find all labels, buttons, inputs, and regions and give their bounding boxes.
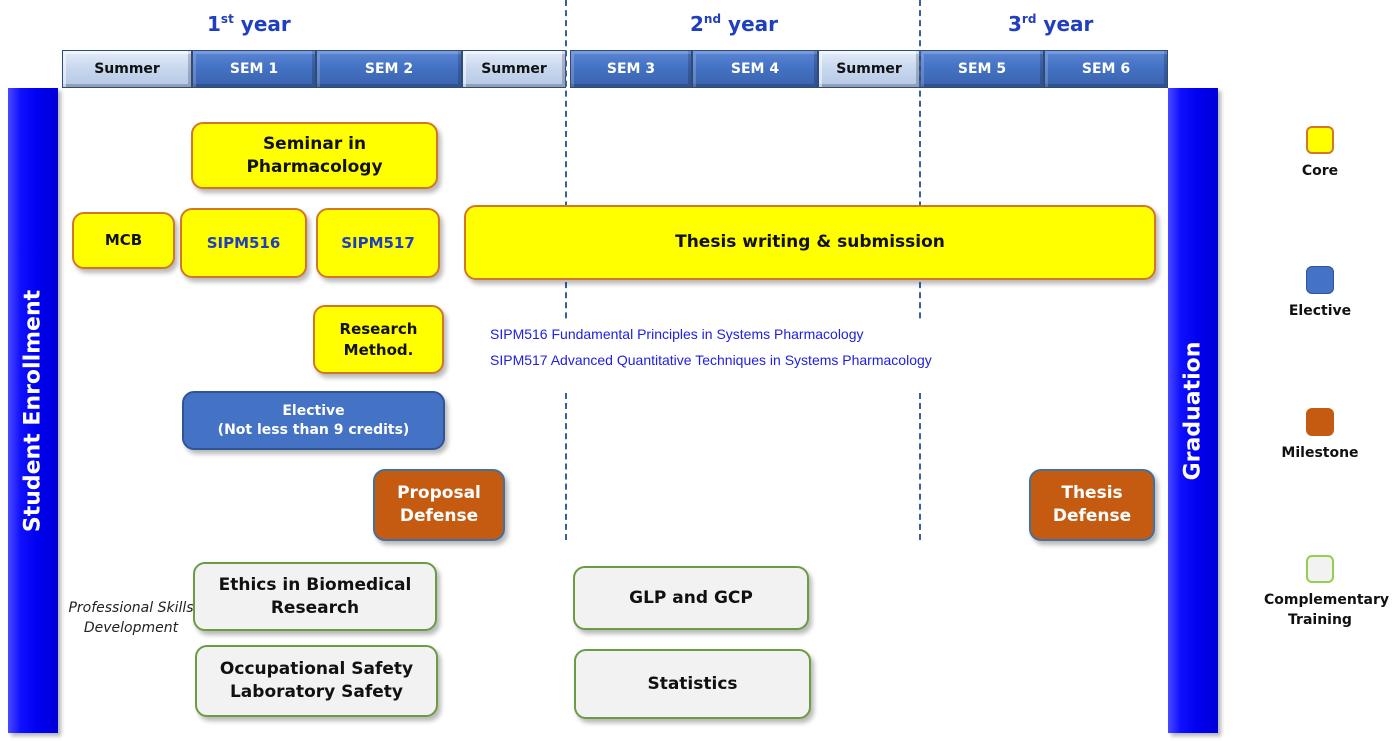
semester-summer-2: Summer bbox=[818, 50, 920, 88]
training-label: Occupational Safety bbox=[219, 659, 414, 680]
student-enrollment-label: Student Enrollment bbox=[20, 289, 46, 532]
course-label: Thesis writing & submission bbox=[675, 232, 945, 253]
year-suffix: rd bbox=[1021, 12, 1037, 26]
training-label: Statistics bbox=[647, 673, 738, 694]
course-research-method[interactable]: Research Method. bbox=[313, 305, 444, 374]
course-label: SIPM516 bbox=[206, 233, 281, 252]
year-number: 3 bbox=[1008, 12, 1022, 36]
course-label: SIPM517 bbox=[341, 233, 415, 252]
training-glp-gcp[interactable]: GLP and GCP bbox=[573, 566, 809, 630]
elective-credits: (Not less than 9 credits) bbox=[217, 421, 410, 438]
semester-sem-1: SEM 1 bbox=[192, 50, 316, 88]
semester-summer-1: Summer bbox=[462, 50, 566, 88]
course-mcb[interactable]: MCB bbox=[72, 212, 175, 269]
semester-summer-0: Summer bbox=[62, 50, 192, 88]
semester-sem-5: SEM 5 bbox=[920, 50, 1044, 88]
milestone-label: Proposal Defense bbox=[397, 483, 481, 526]
training-label: Laboratory Safety bbox=[229, 682, 404, 702]
legend-label: Milestone bbox=[1281, 445, 1359, 461]
training-safety[interactable]: Occupational Safety Laboratory Safety bbox=[195, 645, 438, 717]
course-label: MCB bbox=[104, 231, 143, 250]
semester-sem-6: SEM 6 bbox=[1044, 50, 1168, 88]
legend-label: Complementary Training bbox=[1264, 592, 1390, 628]
legend-swatch-milestone bbox=[1306, 408, 1334, 436]
student-enrollment-bar: Student Enrollment bbox=[8, 88, 58, 733]
legend-core: Core bbox=[1260, 126, 1380, 182]
milestone-proposal-defense[interactable]: Proposal Defense bbox=[373, 469, 505, 541]
year-word: year bbox=[240, 12, 291, 36]
year-number: 2 bbox=[690, 12, 704, 36]
training-label: Ethics in Biomedical Research bbox=[218, 574, 412, 618]
training-ethics[interactable]: Ethics in Biomedical Research bbox=[193, 562, 437, 631]
course-thesis-writing[interactable]: Thesis writing & submission bbox=[464, 205, 1156, 280]
semester-sem-3: SEM 3 bbox=[570, 50, 692, 88]
legend-label: Core bbox=[1301, 163, 1339, 179]
year-number: 1 bbox=[207, 12, 221, 36]
description-sipm517: SIPM517 Advanced Quantitative Techniques… bbox=[490, 352, 932, 368]
course-descriptions: SIPM516 Fundamental Principles in System… bbox=[478, 320, 1018, 392]
legend-swatch-complementary bbox=[1306, 555, 1334, 583]
legend-elective: Elective bbox=[1260, 266, 1380, 322]
elective-title: Elective bbox=[282, 402, 345, 419]
professional-skills-label: Professional Skills Development bbox=[68, 600, 194, 637]
course-label: Research Method. bbox=[339, 320, 418, 359]
training-label: GLP and GCP bbox=[629, 587, 753, 608]
course-label: Seminar in Pharmacology bbox=[246, 133, 383, 177]
year-heading-3: 3rd year bbox=[1008, 12, 1093, 36]
course-elective[interactable]: Elective (Not less than 9 credits) bbox=[182, 391, 445, 450]
semester-sem-2: SEM 2 bbox=[316, 50, 462, 88]
training-statistics[interactable]: Statistics bbox=[574, 649, 811, 719]
semester-sem-4: SEM 4 bbox=[692, 50, 818, 88]
legend-complementary: Complementary Training bbox=[1260, 555, 1390, 630]
course-sipm517[interactable]: SIPM517 bbox=[316, 208, 440, 278]
year-word: year bbox=[728, 12, 778, 36]
legend-label: Elective bbox=[1288, 303, 1352, 319]
course-sipm516[interactable]: SIPM516 bbox=[180, 208, 307, 278]
year-word: year bbox=[1043, 12, 1094, 36]
legend-swatch-elective bbox=[1306, 266, 1334, 294]
graduation-label: Graduation bbox=[1180, 341, 1206, 480]
milestone-thesis-defense[interactable]: Thesis Defense bbox=[1029, 469, 1155, 541]
year-heading-1: 1st year bbox=[207, 12, 291, 36]
description-sipm516: SIPM516 Fundamental Principles in System… bbox=[490, 326, 864, 342]
legend-swatch-core bbox=[1306, 126, 1334, 154]
year-heading-2: 2nd year bbox=[690, 12, 778, 36]
year-suffix: st bbox=[220, 12, 234, 26]
course-seminar-pharmacology[interactable]: Seminar in Pharmacology bbox=[191, 122, 438, 189]
graduation-bar: Graduation bbox=[1168, 88, 1218, 733]
milestone-label: Thesis Defense bbox=[1052, 483, 1132, 526]
year-suffix: nd bbox=[703, 12, 722, 26]
legend-milestone: Milestone bbox=[1260, 408, 1380, 464]
